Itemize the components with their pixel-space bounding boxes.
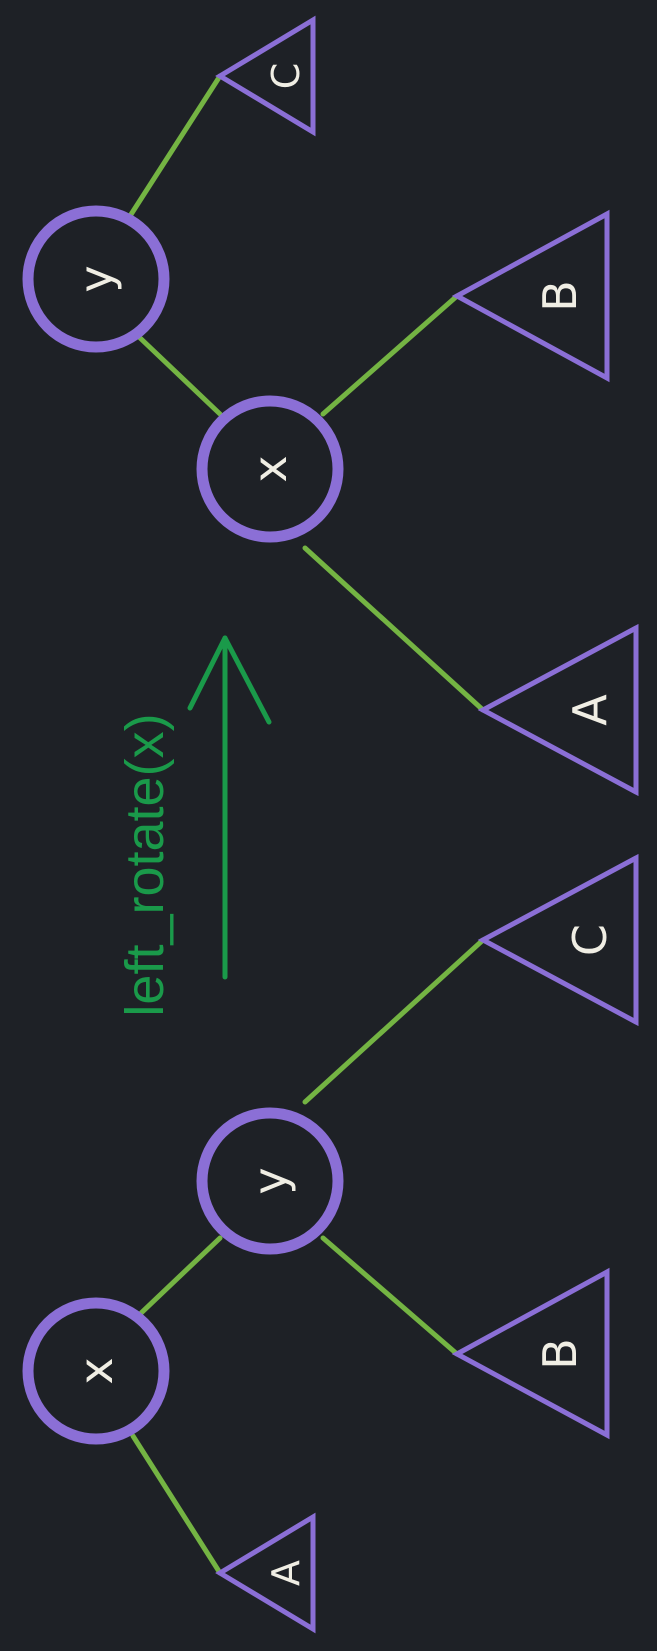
after-subtree-c-label: C bbox=[264, 63, 308, 90]
before-node-x bbox=[22, 1297, 170, 1445]
after-node-x-label: x bbox=[243, 455, 297, 482]
before-node-y-label: y bbox=[243, 1167, 297, 1194]
before-edge-x-a bbox=[130, 1433, 223, 1576]
after-edge-y-c bbox=[127, 73, 223, 219]
before-edge-y-c bbox=[302, 937, 486, 1105]
before-edge-x-y bbox=[137, 1235, 223, 1317]
rotation-operation: left_rotate(x) bbox=[115, 635, 272, 1017]
after-subtree-c bbox=[215, 15, 316, 137]
after-node-y-label: y bbox=[69, 265, 123, 292]
after-node-x bbox=[196, 395, 344, 543]
before-node-y bbox=[196, 1107, 344, 1255]
after-subtree-b-label: B bbox=[533, 280, 587, 312]
after-edge-x-b bbox=[320, 293, 460, 417]
after-subtree-a bbox=[477, 623, 639, 797]
before-node-x-label: x bbox=[69, 1357, 123, 1384]
after-edge-x-a bbox=[302, 545, 486, 713]
before-subtree-a-label: A bbox=[264, 1560, 308, 1586]
before-subtree-c bbox=[477, 853, 639, 1027]
after-edge-y-x bbox=[135, 333, 223, 417]
after-tree: y x C B A bbox=[22, 15, 639, 797]
before-subtree-c-label: C bbox=[563, 924, 617, 956]
after-subtree-b bbox=[451, 209, 610, 383]
before-edge-y-b bbox=[320, 1235, 460, 1357]
arrow-head bbox=[187, 635, 272, 725]
after-node-y bbox=[22, 205, 170, 353]
before-subtree-b bbox=[451, 1267, 610, 1440]
operation-label: left_rotate(x) bbox=[115, 713, 175, 1016]
before-subtree-b-label: B bbox=[533, 1338, 587, 1370]
before-tree: x y A B C bbox=[22, 853, 639, 1634]
after-subtree-a-label: A bbox=[563, 694, 617, 726]
before-subtree-a bbox=[215, 1512, 316, 1634]
